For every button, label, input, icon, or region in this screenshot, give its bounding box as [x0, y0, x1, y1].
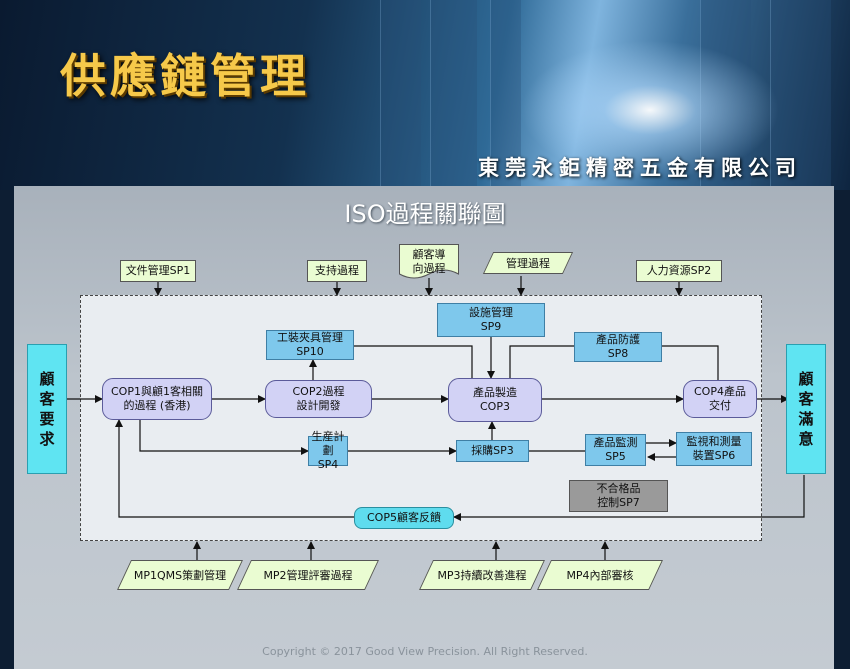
mp4-internal-audit: MP4內部審核 [537, 560, 663, 590]
arrow-cop1-sp4 [139, 418, 309, 455]
sp10-tooling-management: 工裝夾具管理 SP10 [266, 330, 354, 360]
page-title: 供應鏈管理 [60, 49, 310, 103]
sp6-measuring-equipment: 監視和測量 裝置SP6 [676, 432, 752, 466]
server-rack-image [770, 0, 831, 190]
server-rack-image [430, 0, 477, 190]
customer-oriented-process: 顧客導 向過程 [399, 244, 459, 280]
sp3-purchasing: 採購SP3 [456, 440, 529, 462]
arrow-cop5-cop1 [115, 419, 354, 518]
cop3-product-manufacturing: 產品製造 COP3 [448, 378, 542, 422]
diagram-title: ISO過程關聯圖 [344, 200, 506, 228]
cop4-product-delivery: COP4產品 交付 [683, 380, 757, 418]
mp3-continuous-improvement: MP3持續改善進程 [419, 560, 545, 590]
cop5-customer-feedback: COP5顧客反饋 [354, 507, 454, 529]
cop1-customer-process: COP1與顧1客相關 的過程 (香港) [102, 378, 212, 420]
sp5-product-monitoring: 產品監測 SP5 [585, 434, 646, 466]
server-rack-image [380, 0, 421, 190]
line-sp8-cop4 [662, 345, 719, 380]
sp4-production-planning: 生産計劃 SP4 [308, 430, 348, 471]
arrow-feedback-cop5 [453, 475, 805, 521]
mp2-management-review: MP2管理評審過程 [237, 560, 379, 590]
line-cop3-sp8 [509, 345, 574, 378]
server-rack-image [490, 0, 521, 190]
mp1-qms-planning: MP1QMS策劃管理 [117, 560, 243, 590]
light-glow [520, 40, 780, 180]
header-banner [0, 0, 850, 190]
customer-requirements: 顧 客 要 求 [27, 344, 67, 474]
line-sp10-cop3 [354, 345, 473, 380]
management-process: 管理過程 [482, 252, 574, 274]
sp7-nonconforming-control: 不合格品 控制SP7 [569, 480, 668, 512]
sp9-facility-management: 設施管理 SP9 [437, 303, 545, 337]
sp1-document-management: 文件管理SP1 [120, 260, 196, 282]
copyright-text: Copyright © 2017 Good View Precision. Al… [262, 645, 588, 658]
sp2-human-resources: 人力資源SP2 [636, 260, 722, 282]
company-name: 東莞永鉅精密五金有限公司 [478, 156, 802, 180]
sp8-product-protection: 產品防護 SP8 [574, 332, 662, 362]
customer-satisfaction: 顧 客 滿 意 [786, 344, 826, 474]
support-process: 支持過程 [307, 260, 367, 282]
cop2-design-development: COP2過程 設計開發 [265, 380, 372, 418]
